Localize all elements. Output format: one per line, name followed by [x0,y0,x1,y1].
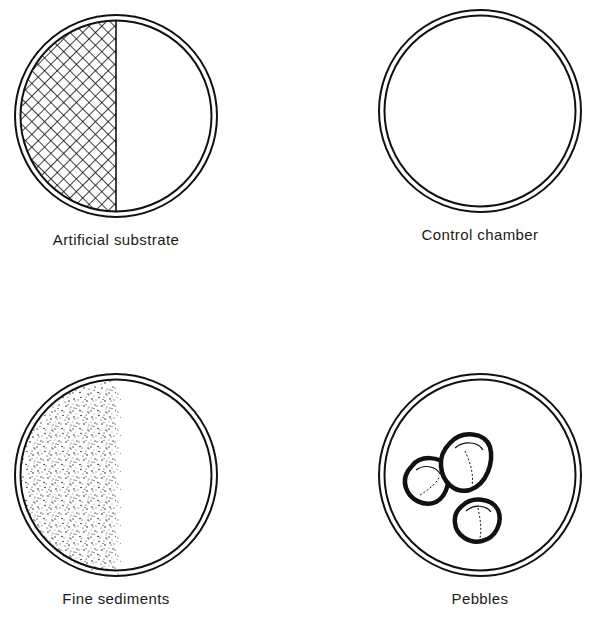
dish-rim [15,15,217,217]
divider [115,21,117,211]
petri-dish: Control chamber [377,8,583,245]
dish-rim [21,21,212,212]
dish-caption: Fine sediments [0,590,249,607]
dish-rim [15,374,217,576]
dish-outline [377,372,583,578]
dish-caption: Artificial substrate [0,231,249,248]
dish-caption: Pebbles [347,590,595,607]
dish-rim [385,380,576,571]
crosshatch [21,21,116,211]
dish-rim [21,380,212,571]
dish-outline [13,372,219,578]
petri-dish: Pebbles [377,372,583,609]
dish-rim [385,16,576,207]
pebbles [405,434,500,541]
dish-caption: Control chamber [347,226,595,243]
petri-dish: Artificial substrate [13,13,219,250]
dish-outline [377,8,583,214]
dish-rim [379,374,581,576]
dish-rim [379,10,581,212]
dish-outline [13,13,219,219]
petri-dish: Fine sediments [13,372,219,609]
